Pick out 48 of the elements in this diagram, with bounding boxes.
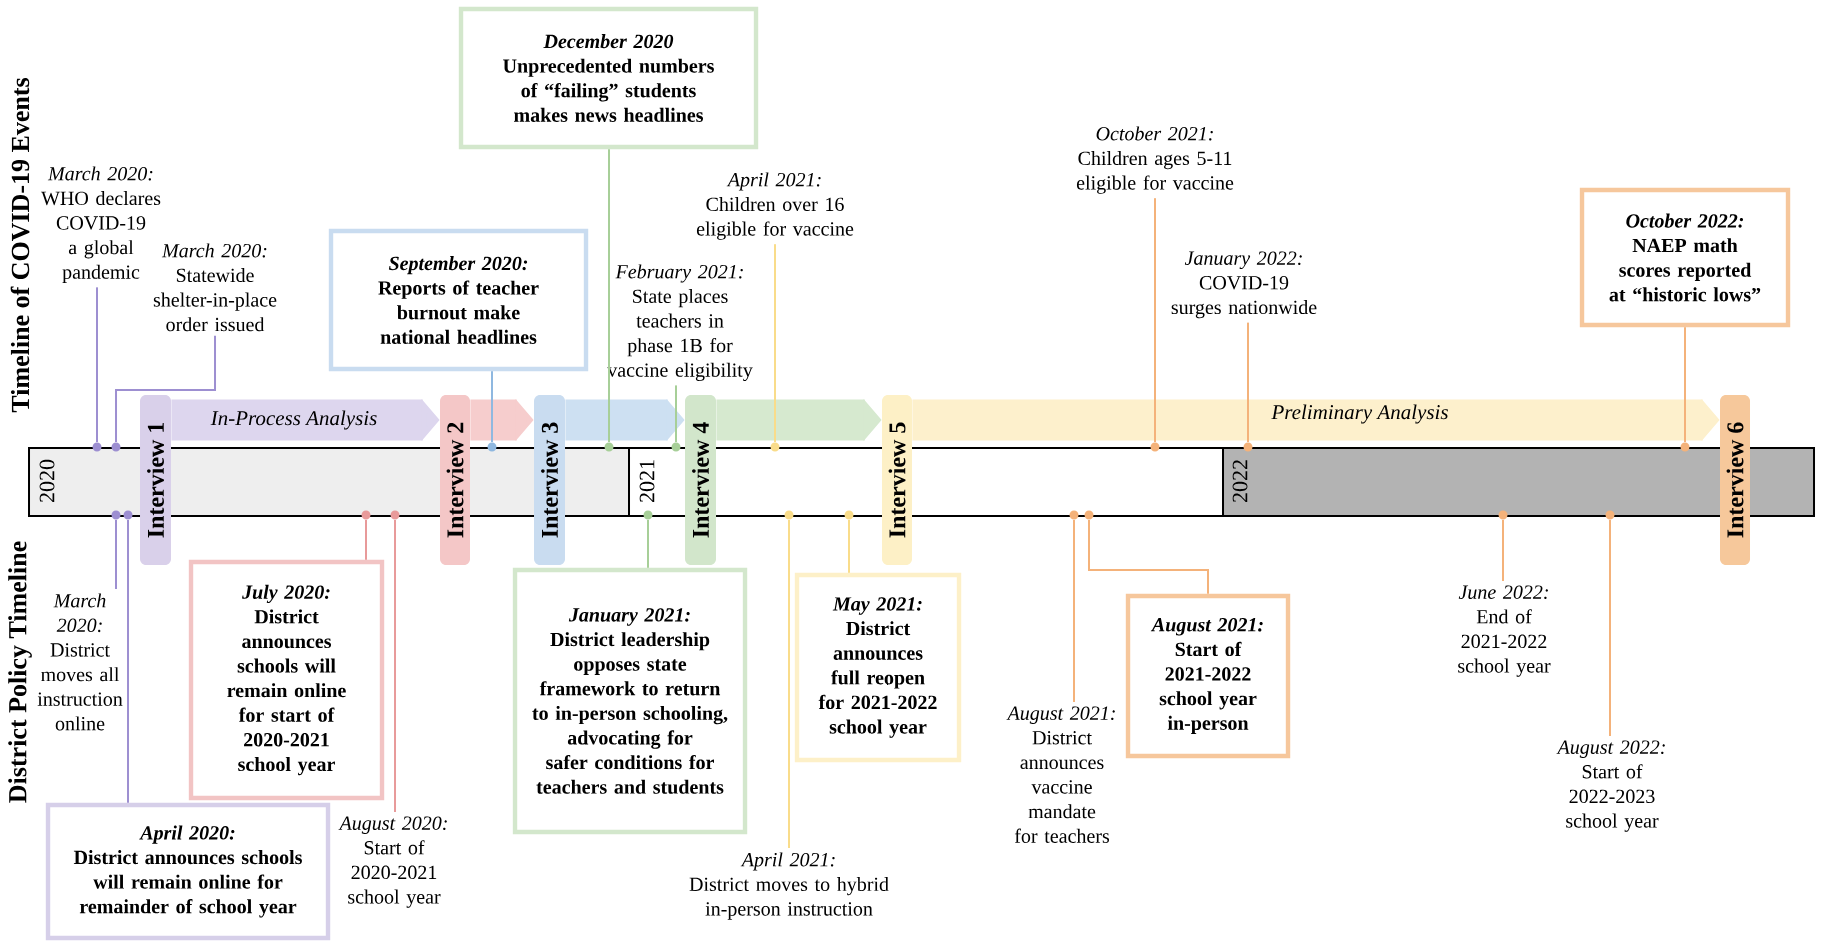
leader-line xyxy=(1154,197,1156,444)
event-text: October 2021: Children ages 5-11 eligible for vaccine xyxy=(1076,126,1234,194)
interview-tab: Interview 3 xyxy=(534,395,565,565)
event-text: February 2021: State places teachers in phase 1B for vaccine eligibility xyxy=(607,264,753,381)
leader-line xyxy=(365,518,367,561)
leader-line xyxy=(115,518,117,590)
leader-line xyxy=(96,286,98,444)
leader-line xyxy=(1247,321,1249,444)
leader-line xyxy=(675,384,677,444)
leader-line xyxy=(491,370,493,444)
event-text: June 2022: End of 2021-2022 school year xyxy=(1458,585,1551,677)
leader-line xyxy=(394,518,396,813)
leader-line xyxy=(1502,518,1504,582)
interview-tab: Interview 2 xyxy=(440,395,470,565)
leader-line xyxy=(115,334,216,444)
leader-line xyxy=(1684,326,1686,444)
leader-line xyxy=(1073,518,1075,703)
event-text: August 2021: District announces vaccine mandate for teachers xyxy=(1006,706,1115,843)
axis-title: Timeline of COVID-19 Events xyxy=(10,78,30,413)
interview-tab: Interview 5 xyxy=(882,395,912,565)
event-box: July 2020: District announces schools will remain online for start of 2020-2021 school year xyxy=(188,559,385,801)
leader-line xyxy=(608,148,610,444)
interview-tab: Interview 1 xyxy=(140,395,171,565)
leader-line xyxy=(848,518,850,574)
leader-line xyxy=(774,243,776,444)
leader-line xyxy=(1609,518,1611,737)
leader-line xyxy=(1088,518,1209,595)
event-box: January 2021: District leadership opposes state framework to return to in-person schooling, advocating for safer conditions for teachers and students xyxy=(512,567,748,835)
interview-tab: Interview 4 xyxy=(685,395,716,565)
event-box: October 2022: NAEP math scores reported at “historic lows” xyxy=(1579,187,1791,328)
event-box: December 2020 Unprecedented numbers of “failing” students makes news headlines xyxy=(458,6,759,150)
event-text: April 2021: Children over 16 eligible for vaccine xyxy=(696,172,854,240)
event-text: March 2020: District moves all instruction online xyxy=(37,593,123,731)
leader-line xyxy=(647,518,649,569)
event-box: May 2021: District announces full reopen for 2021-2022 school year xyxy=(794,572,962,763)
event-text: August 2020: Start of 2020-2021 school year xyxy=(338,816,447,908)
event-text: January 2022: COVID-19 surges nationwide xyxy=(1171,251,1317,319)
leader-line xyxy=(788,518,790,849)
event-text: August 2022: Start of 2022-2023 school year xyxy=(1556,740,1665,832)
interview-tab: Interview 6 xyxy=(1720,395,1750,565)
event-box: April 2020: District announces schools will remain online for remainder of school year xyxy=(45,802,331,941)
axis-title: District Policy Timeline xyxy=(8,541,32,803)
leader-line xyxy=(127,518,129,804)
edge-label: In-Process Analysis xyxy=(208,408,380,432)
event-box: August 2021: Start of 2021-2022 school year in-person xyxy=(1125,593,1291,759)
event-text: April 2021: District moves to hybrid in-person instruction xyxy=(689,852,889,920)
edge-label: Preliminary Analysis xyxy=(1269,402,1451,426)
event-box: September 2020: Reports of teacher burnout make national headlines xyxy=(328,228,589,372)
